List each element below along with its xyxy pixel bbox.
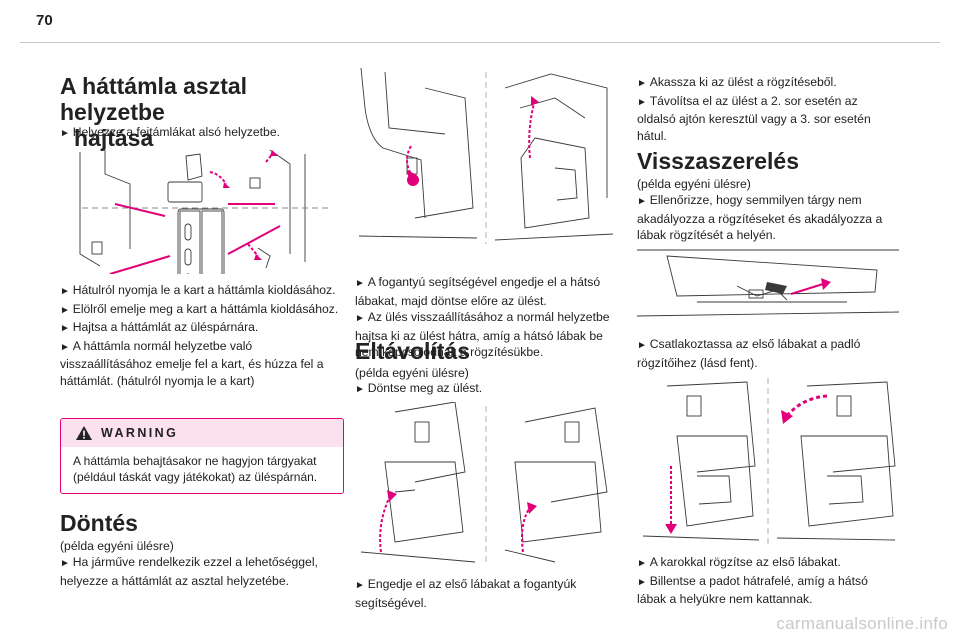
fold-step-2: Elölről emelje meg a kart a háttámla kio… [60,301,342,320]
figure-front-leg-anchor [637,249,899,317]
title-line-1: A háttámla asztal helyzetbe [60,73,248,125]
section-title-tilt: Döntés [60,510,138,536]
refit-step-lock: A karokkal rögzítse az első lábakat. [637,554,899,573]
refit-step-check: Ellenőrizze, hogy semmilyen tárgy nem ak… [637,192,899,244]
refit-steps-final: A karokkal rögzítse az első lábakat. Bil… [637,554,899,608]
figure-seat-refit [642,378,896,544]
refit-step-tilt-back: Billentse a padot hátrafelé, amíg a háts… [637,573,899,608]
section-title-refit: Visszaszerelés [637,148,799,174]
figure-seat-removal [360,402,608,566]
warning-title: WARNING [101,426,179,440]
removal-steps-cont: Akassza ki az ülést a rögzítéseből. Távo… [637,74,899,144]
tilt-steps: A fogantyú segítségével engedje el a hát… [355,274,617,361]
header-rule [20,42,940,43]
refit-step-connect: Csatlakoztassa az első lábakat a padló r… [637,336,899,371]
removal-release-step: Engedje el az első lábakat a fogantyúk s… [355,576,617,611]
tilt-step-2: Az ülés visszaállításához a normál helyz… [355,309,617,361]
tilt-example-note: (példa egyéni ülésre) [60,539,174,553]
figure-seat-tilt-forward [358,68,614,244]
fold-step-3: Hajtsa a háttámlát az üléspárnára. [60,319,342,338]
warning-triangle-icon [76,426,92,440]
fold-steps: Hátulról nyomja le a kart a háttámla kio… [60,282,342,390]
tilt-step-1: A fogantyú segítségével engedje el a hát… [355,274,617,309]
removal-example-note: (példa egyéni ülésre) [355,366,469,380]
tilt-step: Ha járműve rendelkezik ezzel a lehetőség… [60,554,342,589]
warning-box: WARNING A háttámla behajtásakor ne hagyj… [60,418,344,494]
remove-seat-step: Távolítsa el az ülést a 2. sor esetén az… [637,93,899,145]
fold-step-4: A háttámla normál helyzetbe való visszaá… [60,338,342,390]
watermark: carmanualsonline.info [776,614,948,633]
figure-seat-fold-overview [79,149,328,274]
unhook-step: Akassza ki az ülést a rögzítéseből. [637,74,899,93]
section-title-removal: Eltávolítás [355,338,471,364]
removal-step: Döntse meg az ülést. [355,380,617,399]
step-headrest: Helyezze a fejtámlákat alsó helyzetbe. [60,124,342,143]
page-number: 70 [36,12,53,29]
warning-header: WARNING [61,419,343,447]
fold-step-1: Hátulról nyomja le a kart a háttámla kio… [60,282,342,301]
refit-example-note: (példa egyéni ülésre) [637,177,751,191]
warning-text: A háttámla behajtásakor ne hagyjon tárgy… [73,454,318,484]
